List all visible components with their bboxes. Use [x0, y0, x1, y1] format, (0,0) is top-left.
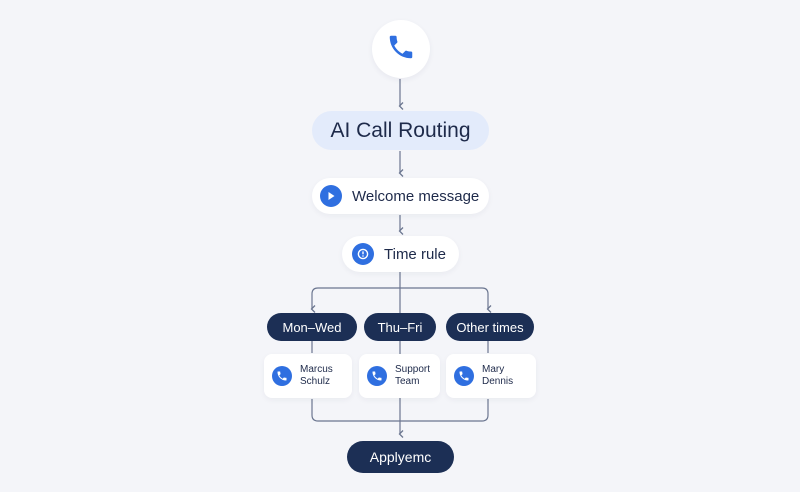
time-rule-node[interactable]: Time rule	[342, 236, 459, 272]
phone-icon	[272, 366, 292, 386]
phone-icon	[367, 366, 387, 386]
welcome-message-node[interactable]: Welcome message	[312, 178, 489, 214]
connector-branch-right	[400, 287, 492, 313]
flow-title: AI Call Routing	[312, 111, 489, 150]
connector-merge-left	[311, 399, 400, 422]
target-label: Mary Dennis	[482, 364, 514, 387]
branch-mon-wed[interactable]: Mon–Wed	[267, 313, 357, 341]
branch-label: Thu–Fri	[377, 319, 423, 335]
branch-thu-fri[interactable]: Thu–Fri	[364, 313, 436, 341]
time-rule-label: Time rule	[384, 245, 446, 263]
target-card-support-team[interactable]: Support Team	[359, 354, 440, 398]
branch-label: Other times	[456, 319, 524, 335]
phone-icon	[454, 366, 474, 386]
target-label: Marcus Schulz	[300, 364, 333, 387]
connector-branch-left	[310, 287, 400, 313]
target-card-marcus-schulz[interactable]: Marcus Schulz	[264, 354, 352, 398]
branch-label: Mon–Wed	[282, 319, 342, 335]
end-node-label: Applyemc	[369, 449, 432, 465]
play-icon	[320, 185, 342, 207]
start-node[interactable]	[372, 20, 430, 78]
connector-merge-right	[400, 399, 489, 422]
target-label: Support Team	[395, 364, 431, 387]
welcome-message-label: Welcome message	[352, 187, 480, 205]
end-node[interactable]: Applyemc	[347, 441, 454, 473]
flow-title-text: AI Call Routing	[330, 118, 471, 142]
clock-icon	[352, 243, 374, 265]
branch-other-times[interactable]: Other times	[446, 313, 534, 341]
phone-icon	[386, 32, 416, 67]
target-card-mary-dennis[interactable]: Mary Dennis	[446, 354, 536, 398]
